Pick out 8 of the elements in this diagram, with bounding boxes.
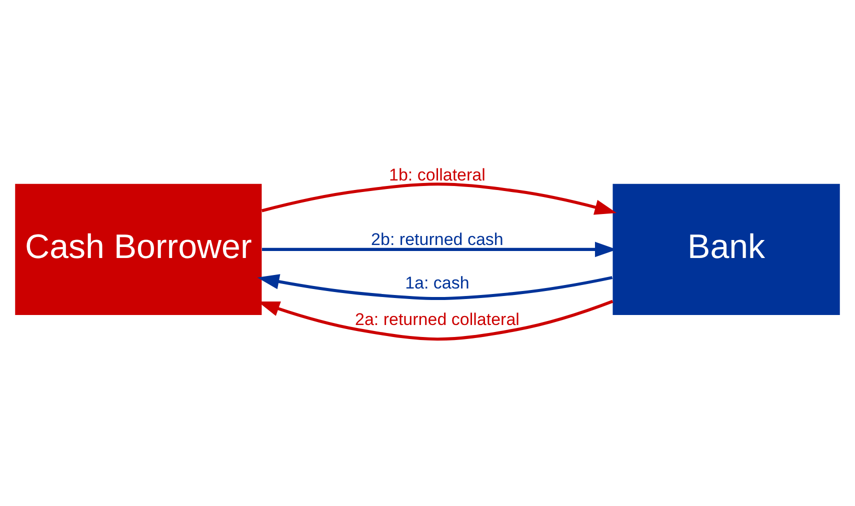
edge-label: 2a: returned collateral <box>355 310 520 330</box>
edge-label: 1a: cash <box>405 274 470 293</box>
node-box: Bank <box>612 184 840 316</box>
node-box: Cash Borrower <box>15 184 262 316</box>
edge-label: 1b: collateral <box>389 165 486 184</box>
arrow <box>262 182 617 215</box>
edge-label: 2b: returned cash <box>371 230 504 249</box>
arrow <box>257 274 613 300</box>
